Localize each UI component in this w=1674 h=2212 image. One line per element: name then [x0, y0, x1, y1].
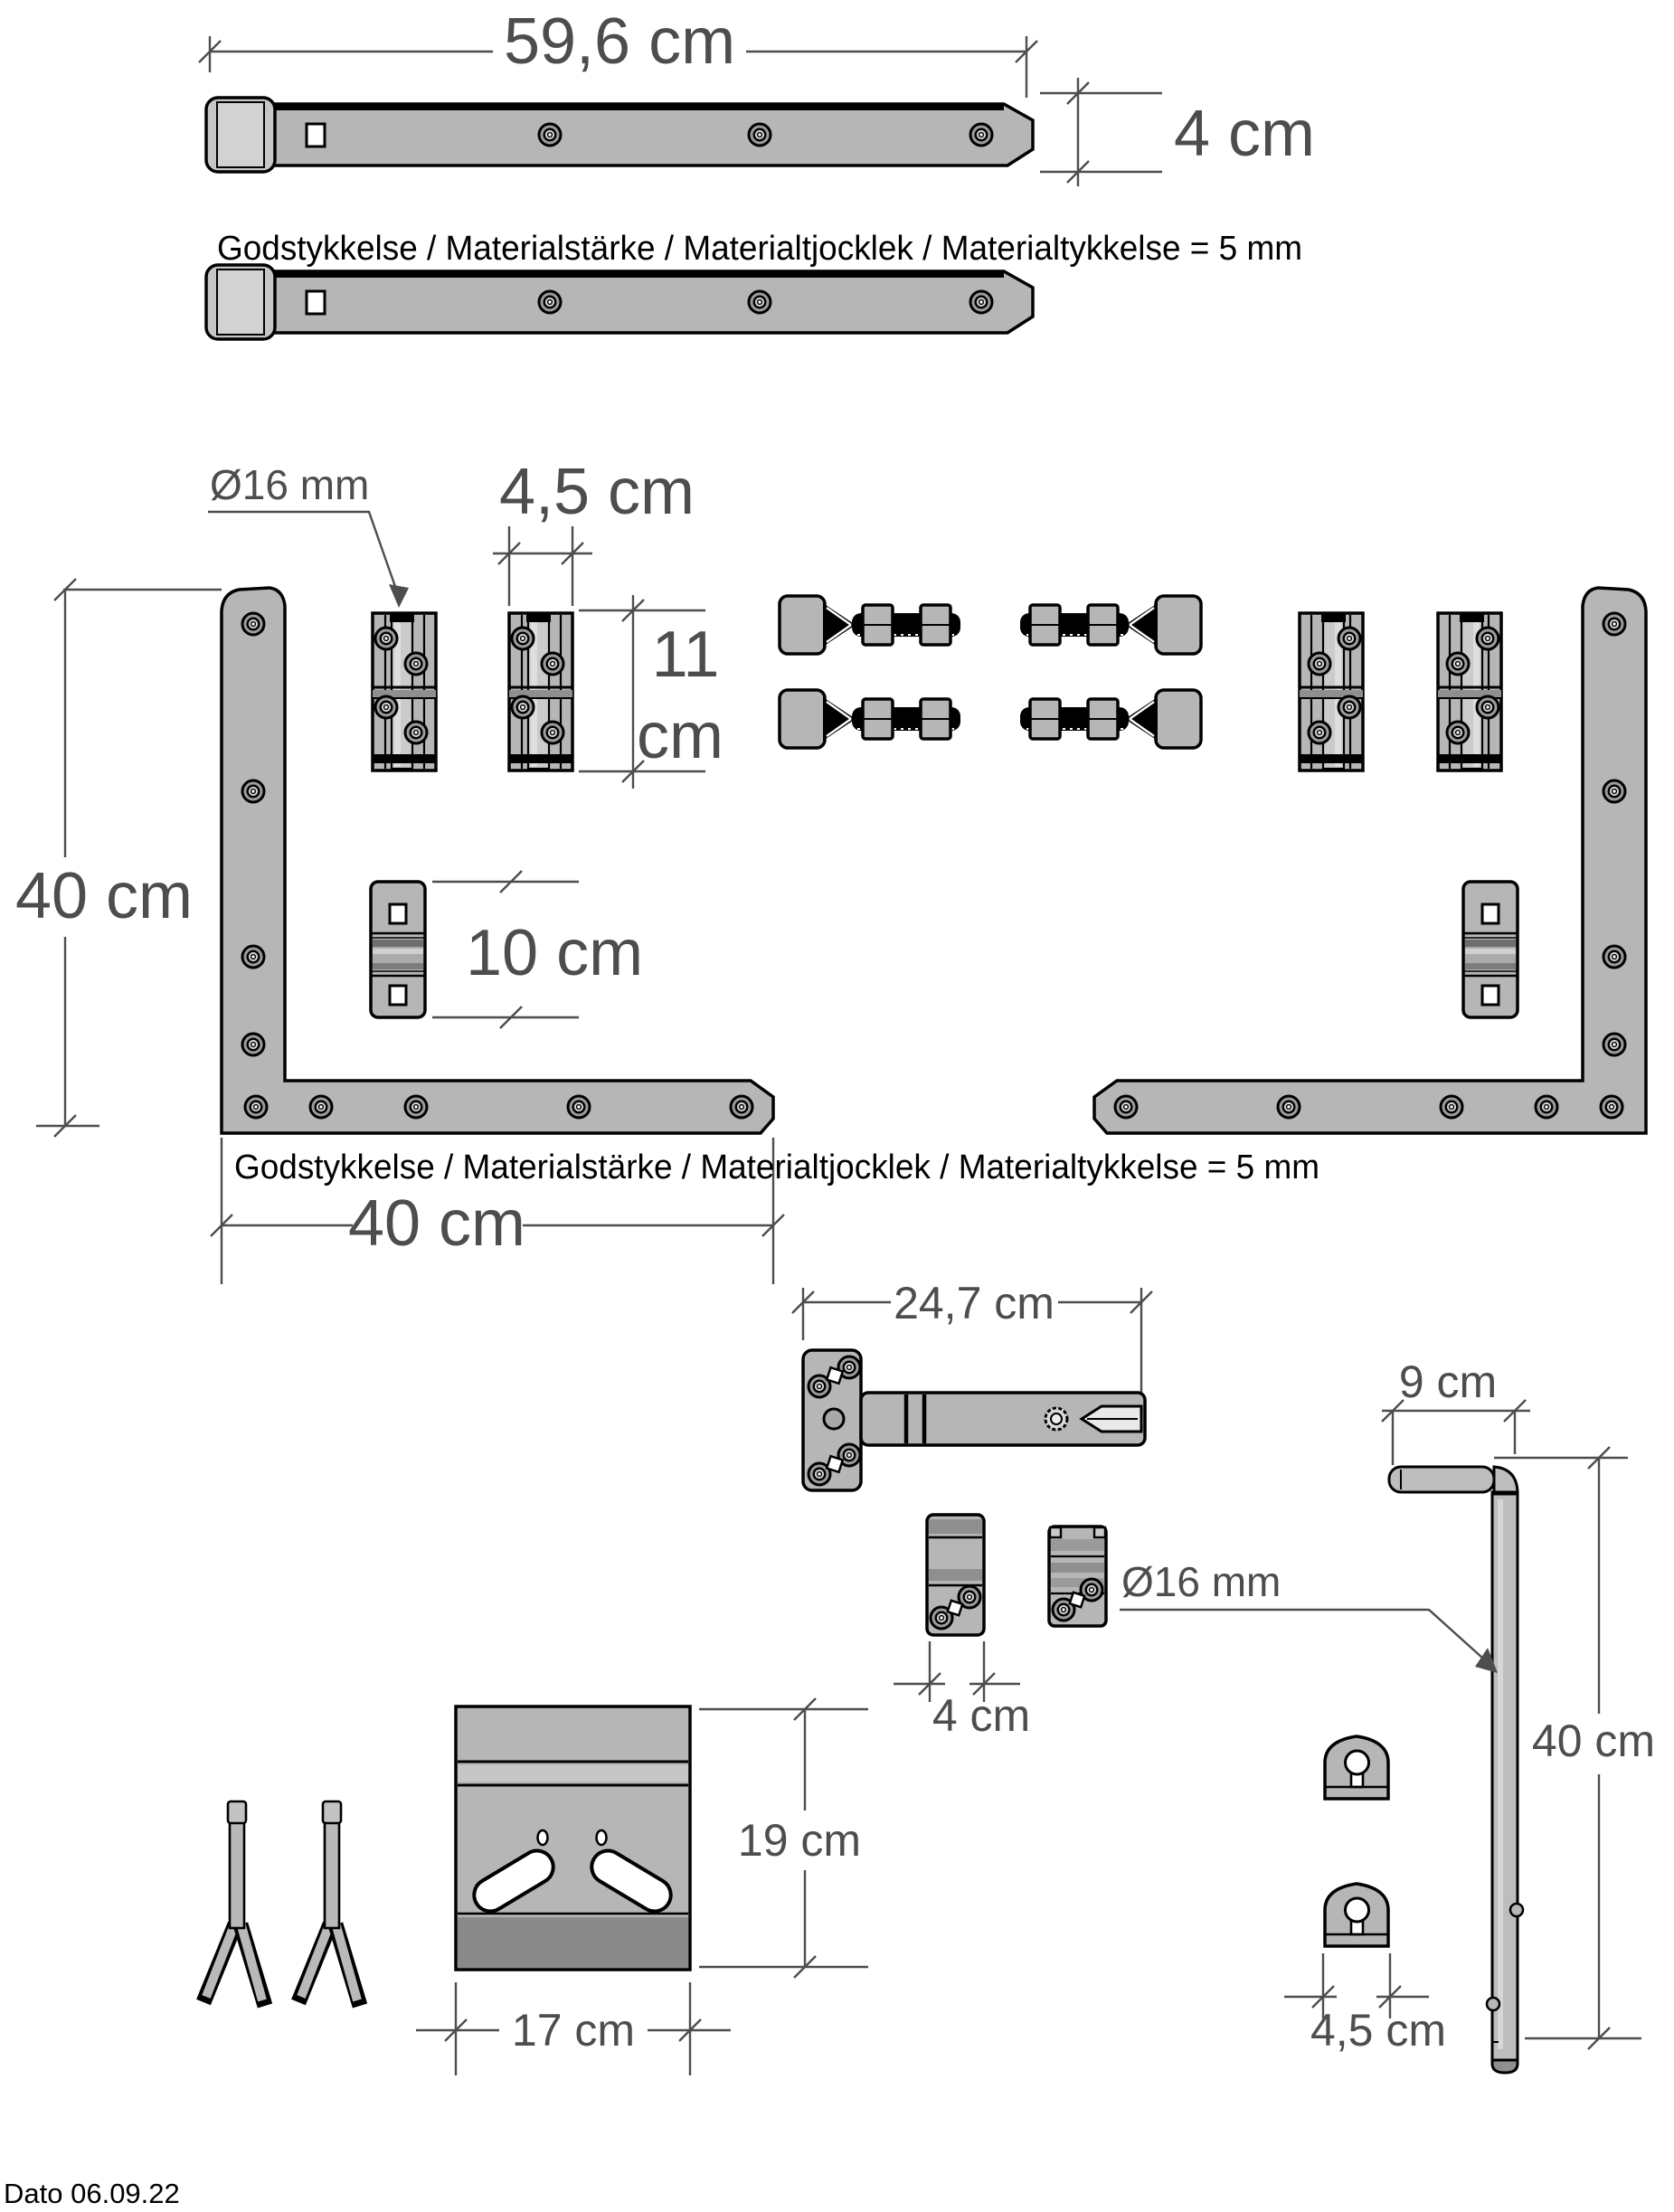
dim-plate-width: 17 cm	[416, 1982, 731, 2075]
dim-bracket-width: 40 cm	[210, 1138, 785, 1284]
clamp-length-label: 10 cm	[466, 917, 643, 989]
hinge-strap-2	[509, 613, 572, 770]
dim-bar-length: 59,6 cm	[198, 5, 1038, 98]
dim-hinge-height: 11 cm	[579, 595, 724, 789]
bracket-small-width-label: 4 cm	[932, 1690, 1030, 1741]
dim-hook-arm: 9 cm	[1381, 1357, 1530, 1465]
hook-arm-length-label: 9 cm	[1399, 1357, 1497, 1407]
flat-bar-2	[206, 265, 1033, 339]
dim-keyhole-plate-width: 4,5 cm	[1284, 1953, 1446, 2056]
dim-bar-height: 4 cm	[1040, 78, 1315, 186]
keyhole-plate-width-label: 4,5 cm	[1310, 2005, 1446, 2056]
t-hinge-length-label: 24,7 cm	[894, 1278, 1055, 1328]
bracket-width-label: 40 cm	[348, 1187, 525, 1260]
hook-length-label: 40 cm	[1532, 1716, 1655, 1766]
dim-t-hinge-length: 24,7 cm	[791, 1278, 1153, 1400]
cotter-pin-1	[203, 1801, 265, 2006]
pipe-clamp-left	[369, 880, 427, 1019]
l-bracket-left	[220, 586, 775, 1135]
t-hinge	[801, 1348, 1147, 1492]
wall-bracket-2	[1047, 1525, 1108, 1628]
hinge-height-label-line2: cm	[637, 700, 724, 772]
carriage-bolt-2	[778, 688, 962, 750]
bar-length-label: 59,6 cm	[504, 5, 735, 78]
gate-hook	[1387, 1465, 1525, 2075]
dim-bracket-height: 40 cm	[15, 578, 222, 1138]
flat-bar-1	[206, 98, 1033, 172]
carriage-bolt-1	[778, 594, 962, 656]
cotter-pin-2	[298, 1801, 360, 2006]
dim-plate-height: 19 cm	[699, 1697, 868, 1979]
hinge-strap-3	[1300, 613, 1363, 770]
keyhole-plate-1	[1323, 1735, 1390, 1801]
pipe-clamp-right	[1461, 880, 1519, 1019]
carriage-bolt-3	[1018, 594, 1203, 656]
hinge-strap-4	[1438, 613, 1501, 770]
material-note-1: Godstykkelse / Materialstärke / Material…	[217, 230, 1302, 268]
date-label: Dato 06.09.22	[4, 2178, 180, 2209]
hinge-width-label: 4,5 cm	[499, 456, 695, 528]
bar-height-label: 4 cm	[1174, 98, 1315, 170]
plate-width-label: 17 cm	[512, 2005, 635, 2056]
carriage-bolt-4	[1018, 688, 1203, 750]
mounting-plate	[454, 1705, 692, 1971]
wall-bracket-1	[925, 1513, 986, 1637]
hinge-height-label-line1: 11	[652, 619, 720, 691]
dim-clamp-length: 10 cm	[432, 870, 643, 1029]
keyhole-plate-2	[1323, 1882, 1390, 1948]
hinge-strap-1	[373, 613, 436, 770]
plate-height-label: 19 cm	[738, 1815, 861, 1866]
l-bracket-right	[1092, 586, 1648, 1135]
label-pin-diameter: Ø16 mm	[208, 461, 409, 608]
dim-bracket-small-width: 4 cm	[894, 1641, 1030, 1741]
dim-hinge-width: 4,5 cm	[493, 456, 695, 606]
bracket-height-label: 40 cm	[15, 860, 193, 932]
hook-diameter-label: Ø16 mm	[1121, 1558, 1281, 1605]
material-note-2: Godstykkelse / Materialstärke / Material…	[234, 1149, 1319, 1186]
pin-diameter-label: Ø16 mm	[210, 461, 369, 508]
dim-hook-length: 40 cm	[1494, 1446, 1655, 2050]
label-hook-diameter: Ø16 mm	[1120, 1558, 1498, 1673]
